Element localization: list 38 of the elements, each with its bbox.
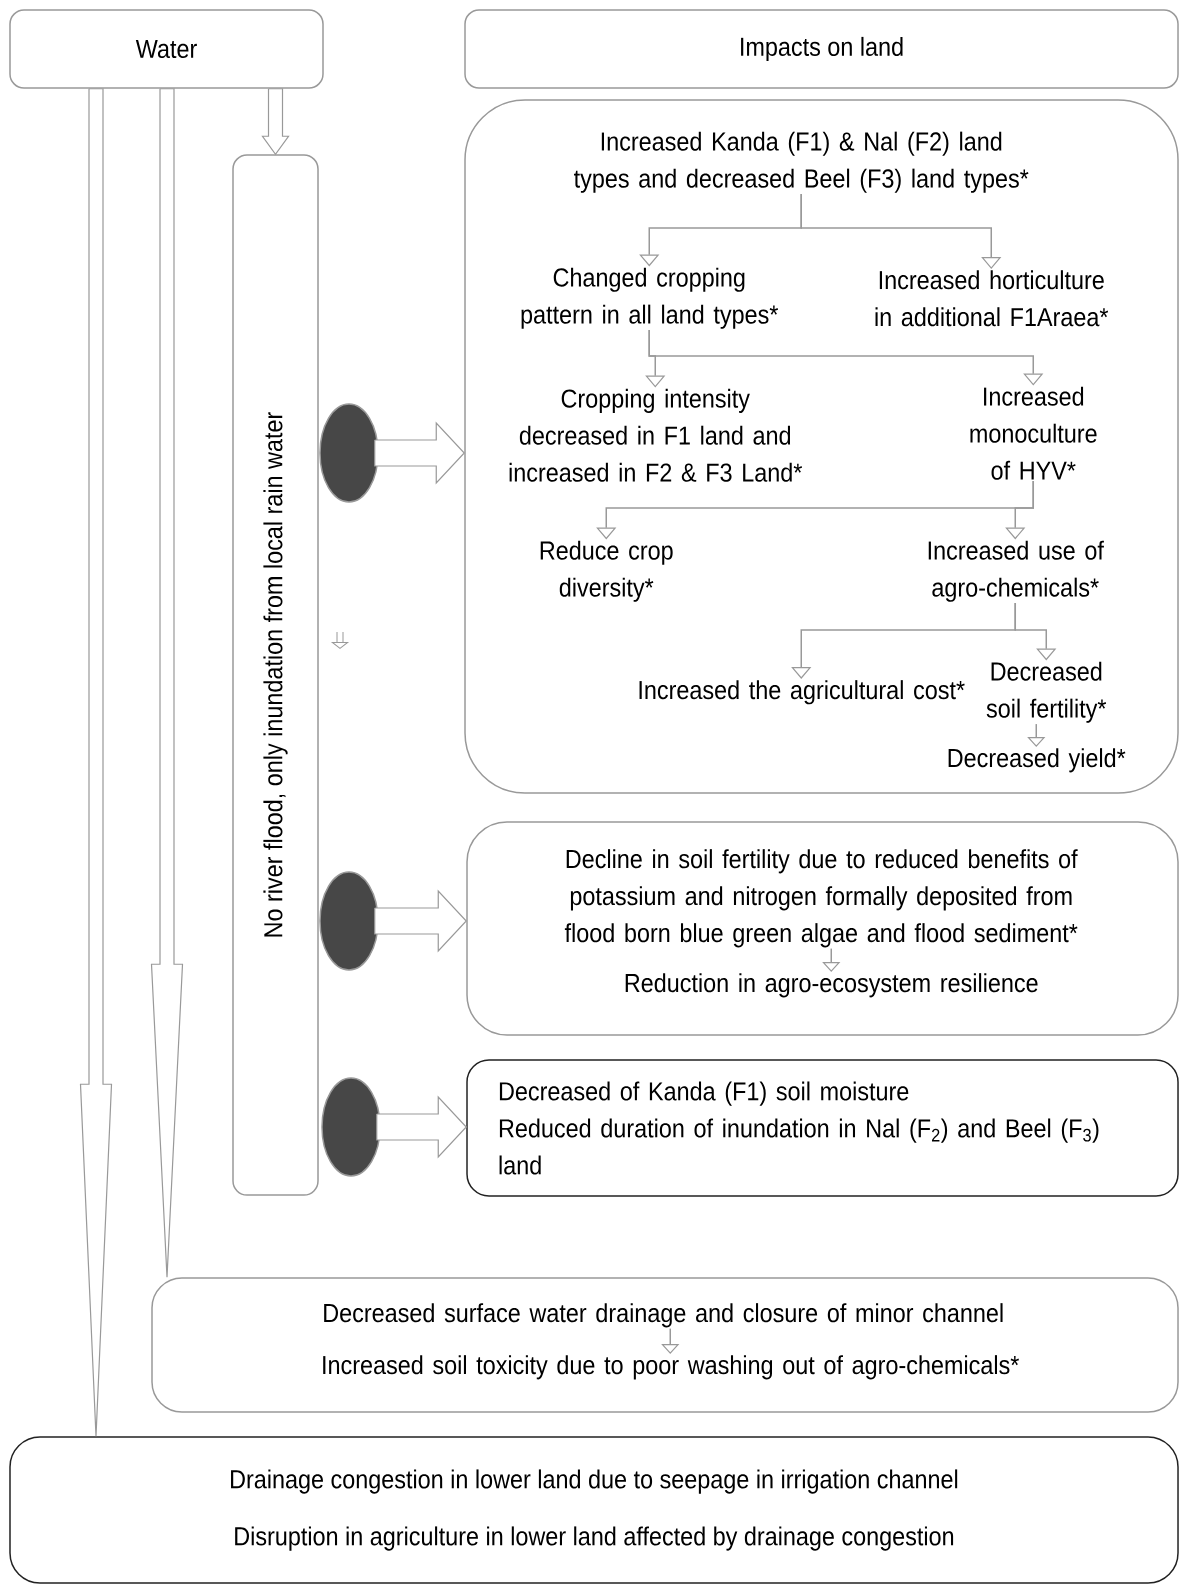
effect-text: Reduce crop diversity* [540, 540, 673, 602]
block-arrow [376, 1095, 468, 1159]
effect-text: Increased soil toxicity due to poor washing out of agro-chemicals* [323, 1355, 1019, 1380]
rounded-panel [464, 99, 1179, 794]
arrow [822, 947, 841, 972]
ellipse-marker [319, 403, 379, 503]
effect-text: Decreased yield* [948, 748, 1126, 773]
tapered-arrow [79, 88, 113, 1437]
effect-text: Cropping intensity decreased in F1 land and increased in F2 & F3 Land* [509, 388, 802, 482]
effect-text: Changed cropping pattern in all land types* [521, 267, 779, 329]
effect-text: Reduction in agro-ecosystem resilience [625, 973, 1038, 998]
block-arrow [261, 88, 290, 156]
effect-text: Decline in soil fertility due to reduced benefits of potassium and nitrogen formally deposited from flood born blue green algae and flood sediment* [564, 849, 1078, 948]
rounded-box: Decreased of Kanda (F1) soil moisture Reduced duration of inundation in Nal (F$_{2}$) and Beel (F$_{3}$) land [466, 1059, 1179, 1197]
arrow [1027, 723, 1046, 747]
rounded-box [466, 821, 1179, 1036]
arrow [648, 329, 1044, 386]
block-arrow [374, 421, 466, 485]
effect-text: Decreased surface water drainage and closure of minor channel [324, 1303, 1003, 1328]
arrow [1005, 480, 1034, 540]
effect-text: Increased monoculture of HYV* [970, 386, 1097, 480]
rounded-box [151, 1277, 1179, 1413]
ellipse-marker [321, 1077, 381, 1177]
arrow [1014, 602, 1057, 661]
effect-text: Increased Kanda (F1) & Nal (F2) land types and decreased Beel (F3) land types* [574, 131, 1029, 193]
effect-text: Decreased soil fertility* [986, 661, 1107, 723]
effect-text: Increased use of agro-chemicals* [928, 540, 1104, 602]
rounded-box: Drainage congestion in lower land due to seepage in irrigation channel Disruption in agriculture in lower land affected by drainage congestion [9, 1436, 1179, 1584]
header-box: Water [9, 9, 324, 89]
tapered-arrow [150, 88, 184, 1278]
effect-text: Increased the agricultural cost* [639, 680, 965, 705]
arrow [661, 1327, 680, 1354]
vertical-box: No river flood, only inundation from local rain water [232, 154, 319, 1196]
ellipse-marker [319, 871, 379, 971]
block-arrow [374, 889, 468, 953]
arrow [800, 193, 1002, 269]
header-box: Impacts on land [464, 9, 1179, 89]
effect-text: Increased horticulture in additional F1Araea* [875, 270, 1109, 327]
